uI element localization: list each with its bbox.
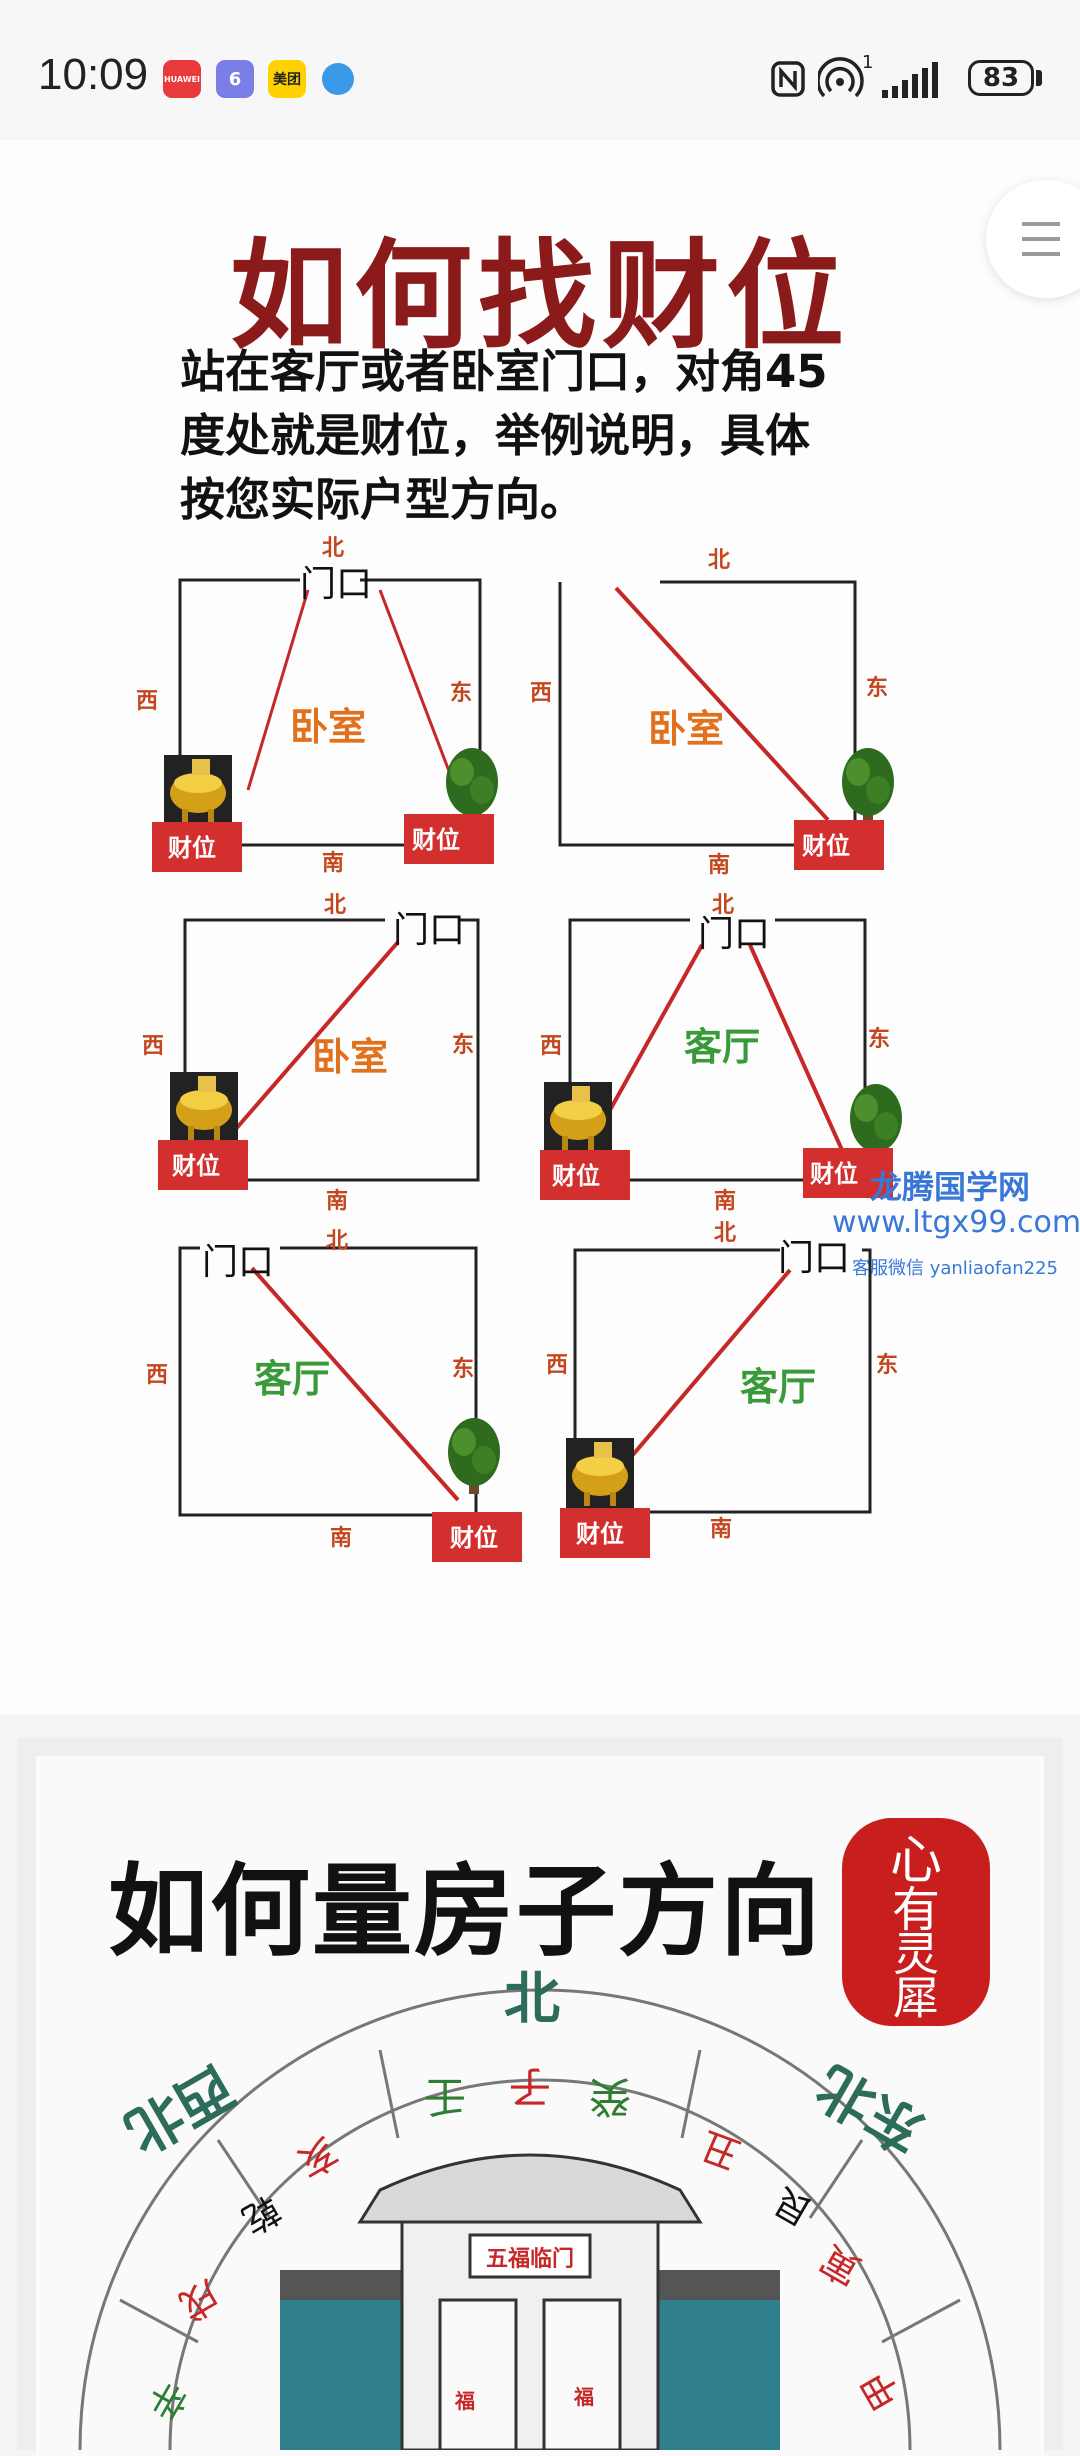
- diagram-5: 门口 北 南 西 东 客厅 财位: [146, 1229, 522, 1562]
- door-label: 门口: [202, 1242, 274, 1283]
- wealth-label: 财位: [576, 1520, 624, 1548]
- compass-ring-char: 丑: [695, 2123, 746, 2177]
- diagram-3: 门口 北 南 西 东 卧室 财位: [142, 893, 480, 1214]
- menu-line-icon: [1022, 222, 1060, 226]
- north-label: 北: [324, 893, 346, 918]
- door-label: 门口: [393, 910, 465, 951]
- intro-line: 站在客厅或者卧室门口，对角45: [180, 345, 828, 398]
- seal-char: 灵: [893, 1927, 939, 1981]
- seal-char: 犀: [893, 1971, 939, 2025]
- nfc-icon: [771, 61, 805, 97]
- article-intro: 站在客厅或者卧室门口，对角45 度处就是财位，举例说明，具体 按您实际户型方向。: [180, 340, 860, 532]
- compass-ring-char: 戌: [172, 2272, 227, 2329]
- hotspot-icon: [818, 57, 864, 98]
- wealth-position-diagrams: 门口 北 南 西 东 卧室 财位 财位 北 南 西 东 卧室 财位 门口 北 南…: [136, 536, 902, 1562]
- door-label: 门口: [300, 564, 372, 605]
- menu-line-icon: [1022, 252, 1060, 256]
- wealth-label: 财位: [412, 826, 460, 854]
- battery-level: 83: [982, 63, 1020, 93]
- section-2-title: 如何量房子方向: [108, 1853, 822, 1970]
- compass-ring-char: 壬: [424, 2072, 466, 2121]
- wealth-label: 财位: [552, 1162, 600, 1190]
- watermark-url: www.ltgx99.com: [832, 1205, 1080, 1240]
- compass-ring-char: 寅: [813, 2237, 868, 2294]
- seal-char: 心: [890, 1831, 942, 1891]
- east-label: 东: [452, 1032, 474, 1058]
- west-label: 西: [540, 1034, 562, 1059]
- article-title: 如何找财位: [229, 226, 850, 365]
- north-label: 北: [708, 548, 730, 573]
- diagram-4: 门口 北 南 西 东 客厅 财位 财位: [540, 893, 902, 1214]
- signal-icon: [882, 62, 938, 98]
- watermark-contact: 客服微信 yanliaofan225: [852, 1258, 1058, 1279]
- north-label: 北: [714, 1221, 736, 1246]
- room-label: 卧室: [290, 705, 366, 749]
- diagram-6: 门口 北 南 西 东 客厅 财位: [546, 1221, 898, 1558]
- wealth-label: 财位: [810, 1160, 858, 1188]
- south-label: 南: [326, 1189, 348, 1214]
- south-label: 南: [710, 1517, 732, 1542]
- east-label: 东: [876, 1352, 898, 1378]
- compass-north: 北: [504, 1967, 560, 2032]
- compass-diagram: 北 壬 子 癸 西北 亥 乾 戌 东北 丑 艮 寅 甲 辛 五福临门 福 福: [78, 1967, 1002, 2450]
- west-label: 西: [546, 1353, 568, 1378]
- wealth-label: 财位: [450, 1524, 498, 1552]
- compass-ring-char: 辛: [139, 2373, 196, 2428]
- compass-ring-char: 艮: [767, 2179, 819, 2233]
- menu-line-icon: [1022, 237, 1060, 241]
- west-label: 西: [136, 689, 158, 714]
- south-label: 南: [714, 1189, 736, 1214]
- gate-sign: 五福临门: [486, 2246, 574, 2272]
- battery-tip: [1036, 70, 1042, 86]
- wealth-label: 财位: [168, 834, 216, 862]
- intro-line: 按您实际户型方向。: [180, 473, 586, 526]
- card-app-icon: 6: [216, 60, 254, 98]
- compass-northeast: 东北: [806, 2053, 935, 2165]
- fu-char: 福: [454, 2389, 475, 2413]
- seal-stamp-icon: 心 有 灵 犀: [842, 1818, 990, 2026]
- compass-ring-char: 癸: [589, 2072, 631, 2121]
- west-label: 西: [146, 1363, 168, 1388]
- signal-sup-label: 1: [862, 52, 874, 73]
- south-label: 南: [708, 853, 730, 878]
- south-label: 南: [330, 1526, 352, 1551]
- east-label: 东: [868, 1026, 890, 1052]
- status-bar: 10:09 HUAWEI 6 美团 1 83: [0, 0, 1080, 140]
- seal-char: 有: [892, 1882, 940, 1938]
- compass-ring-char: 亥: [290, 2129, 345, 2186]
- huawei-app-icon: HUAWEI: [163, 60, 201, 98]
- room-label: 客厅: [254, 1357, 330, 1401]
- wealth-label: 财位: [802, 832, 850, 860]
- intro-line: 度处就是财位，举例说明，具体: [180, 409, 811, 462]
- room-label: 客厅: [740, 1365, 816, 1409]
- door-label: 门口: [778, 1238, 850, 1279]
- north-label: 北: [322, 536, 344, 561]
- diagram-2: 北 南 西 东 卧室 财位: [530, 548, 894, 878]
- south-label: 南: [322, 851, 344, 876]
- wealth-label: 财位: [172, 1152, 220, 1180]
- room-label: 客厅: [684, 1025, 760, 1069]
- floating-menu-button[interactable]: [986, 180, 1080, 298]
- north-label: 北: [712, 893, 734, 918]
- north-label: 北: [326, 1229, 348, 1254]
- east-label: 东: [452, 1356, 474, 1382]
- battery-indicator: 83: [968, 60, 1034, 96]
- compass-ring-char: 子: [509, 2062, 551, 2111]
- gate-illustration: 五福临门 福 福: [280, 2153, 780, 2450]
- room-label: 卧室: [648, 707, 724, 751]
- door-label: 门口: [698, 914, 770, 955]
- browser-app-icon: [322, 63, 354, 95]
- west-label: 西: [530, 681, 552, 706]
- compass-ring-char: 乾: [235, 2187, 287, 2241]
- east-label: 东: [450, 680, 472, 706]
- east-label: 东: [866, 675, 888, 701]
- meituan-app-icon: 美团: [268, 60, 306, 98]
- fu-char: 福: [573, 2385, 594, 2409]
- watermark-name: 龙腾国学网: [870, 1168, 1031, 1206]
- clock: 10:09: [38, 50, 149, 99]
- diagram-1: 门口 北 南 西 东 卧室 财位 财位: [136, 536, 498, 876]
- room-label: 卧室: [312, 1035, 388, 1079]
- west-label: 西: [142, 1034, 164, 1059]
